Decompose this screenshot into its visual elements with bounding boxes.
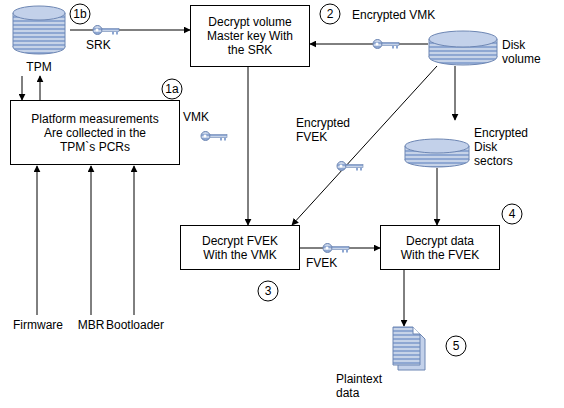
callout-number: 5 xyxy=(444,339,468,353)
callout-number: 2 xyxy=(318,7,342,21)
arrow-connector xyxy=(248,67,249,225)
input-arrow xyxy=(37,166,38,315)
arrow-connector xyxy=(40,76,41,100)
doc-icon xyxy=(390,326,428,372)
arrow-connector xyxy=(437,168,438,225)
arrow-connector xyxy=(22,76,23,100)
plaintext-document: Plaintext data xyxy=(336,326,428,400)
icon-label: Plaintext data xyxy=(336,372,390,400)
arrow-connector xyxy=(455,66,456,120)
key-label: Encrypted VMK xyxy=(352,8,444,22)
process-box: Decrypt data With the FVEK xyxy=(380,225,500,270)
key-label: Encrypted FVEK xyxy=(296,116,356,144)
key-icon xyxy=(337,162,363,171)
icon-label: TPM xyxy=(9,60,69,74)
tpm-chip: TPM xyxy=(8,4,70,76)
input-arrow xyxy=(91,166,92,315)
arrow-connector xyxy=(404,270,405,326)
disk-sectors: Encrypted Disk sectors xyxy=(404,120,554,168)
key-icon xyxy=(323,244,349,253)
input-label: MBR xyxy=(76,318,106,332)
arrow-connector xyxy=(70,30,190,31)
box-text: Decrypt volume Master key With the SRK xyxy=(201,15,299,57)
key-label: SRK xyxy=(86,38,126,52)
callout-number: 4 xyxy=(500,207,524,221)
process-box: Platform measurements Are collected in t… xyxy=(10,100,180,165)
process-box: Decrypt FVEK With the VMK xyxy=(180,225,300,270)
tpm-icon xyxy=(11,4,67,56)
key-icon xyxy=(201,132,227,141)
input-label: Bootloader xyxy=(104,318,166,332)
disk-icon xyxy=(428,30,498,66)
callout-number: 3 xyxy=(256,284,280,298)
process-box: Decrypt volume Master key With the SRK xyxy=(190,5,310,67)
icon-label: Encrypted Disk sectors xyxy=(474,126,532,168)
input-label: Firmware xyxy=(10,318,66,332)
sectors-icon xyxy=(404,138,470,168)
icon-label: Disk volume xyxy=(502,38,552,66)
key-icon xyxy=(93,26,119,35)
key-label: VMK xyxy=(183,110,223,124)
disk-volume: Disk volume xyxy=(428,26,558,66)
callout-number: 1b xyxy=(68,7,92,21)
arrow-connector xyxy=(310,44,428,45)
key-label: FVEK xyxy=(306,256,346,270)
key-icon xyxy=(373,40,399,49)
box-text: Platform measurements Are collected in t… xyxy=(26,112,164,154)
callout-number: 1a xyxy=(160,82,184,96)
box-text: Decrypt FVEK With the VMK xyxy=(191,234,289,262)
box-text: Decrypt data With the FVEK xyxy=(395,234,485,262)
input-arrow xyxy=(134,166,135,315)
